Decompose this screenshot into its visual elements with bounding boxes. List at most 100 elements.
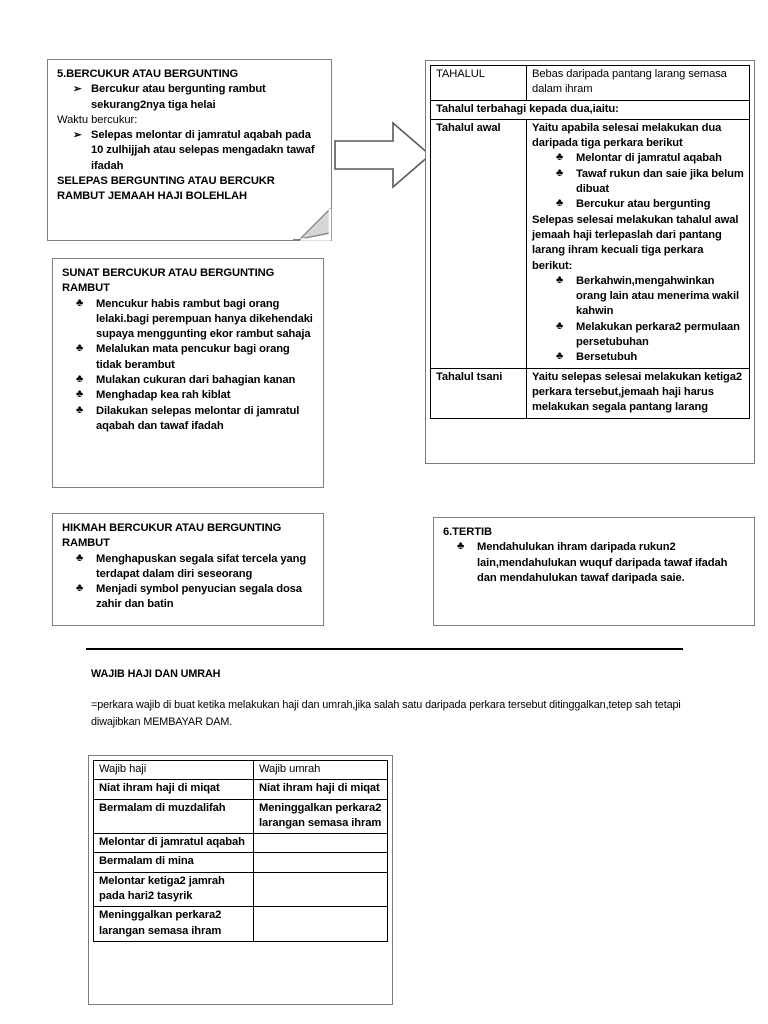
tahalul-awal-bullets-2: ♣Berkahwin,mengahwinkan orang lain atau …: [532, 274, 745, 366]
club-bullet-icon: ♣: [457, 540, 465, 553]
list-item-text: Selepas melontar di jamratul aqabah pada…: [91, 129, 315, 172]
list-item: ♣ Melalukan mata pencukur bagi orang tida…: [62, 342, 314, 373]
list-item-text: Menghapuskan segala sifat tercela yang t…: [96, 552, 307, 580]
tertib-heading: 6.TERTIB: [443, 526, 492, 538]
list-item-text: Bersetubuh: [576, 351, 638, 364]
sunat-list: ♣ Mencukur habis rambut bagi orang lelaki…: [62, 297, 314, 435]
bercukur-footer-line-1: SELEPAS BERGUNTING ATAU BERCUKR: [57, 175, 275, 188]
table-row: Melontar di jamratul aqabah: [93, 833, 388, 854]
tertib-list: ♣ Mendahulukan ihram daripada rukun2 lain…: [443, 540, 745, 586]
list-item: ♣ Bersetubuh: [532, 350, 745, 365]
club-bullet-icon: ♣: [556, 151, 564, 164]
wajib-umrah-cell: Meninggalkan perkara2 larangan semasa ih…: [253, 798, 388, 835]
wajib-haji-header: Wajib haji: [93, 759, 254, 781]
list-item-text: Mulakan cukuran dari bahagian kanan: [96, 374, 296, 387]
wajib-haji-cell: Melontar ketiga2 jamrah pada hari2 tasyr…: [93, 871, 254, 908]
club-bullet-icon: ♣: [556, 273, 564, 286]
club-bullet-icon: ♣: [76, 342, 84, 355]
list-item: ♣ Menghapuskan segala sifat tercela yang …: [62, 552, 314, 583]
list-item-text: Melalukan mata pencukur bagi orang tidak…: [96, 343, 290, 371]
tahalul-tsani-label-cell: Tahalul tsani: [430, 367, 527, 419]
club-bullet-icon: ♣: [556, 319, 564, 332]
wajib-umrah-cell: [253, 852, 388, 873]
wajib-haji-cell: Melontar di jamratul aqabah: [93, 833, 254, 854]
wajib-umrah-cell: Niat ihram haji di miqat: [253, 779, 388, 800]
list-item-text: Dilakukan selepas melontar di jamratul a…: [96, 404, 300, 432]
list-item-text: Mendahulukan ihram daripada rukun2 lain,…: [477, 541, 728, 584]
list-item: ♣ Menjadi symbol penyucian segala dosa za…: [62, 582, 314, 613]
table-row: Tahalul awal Yaitu apabila selesai melak…: [430, 118, 750, 369]
wajib-umrah-header: Wajib umrah: [253, 759, 388, 781]
bercukur-subheading: Waktu bercukur:: [57, 113, 138, 126]
list-item: ♣ Melontar di jamratul aqabah: [532, 151, 745, 166]
arrow-bullet-icon: ➢: [73, 83, 82, 96]
arrow-bullet-icon: ➢: [73, 129, 82, 142]
tahalul-awal-intro: Yaitu apabila selesai melakukan dua dari…: [532, 121, 722, 150]
table-row: Tahalul tsani Yaitu selepas selesai mela…: [430, 367, 750, 419]
table-row: TAHALUL Bebas daripada pantang larang se…: [430, 65, 750, 101]
tahalul-table: TAHALUL Bebas daripada pantang larang se…: [430, 65, 750, 419]
hikmah-heading-line-1: HIKMAH BERCUKUR ATAU BERGUNTING: [62, 522, 282, 534]
list-item: ♣Bercukur atau bergunting: [532, 197, 745, 212]
tahalul-text-cell: Bebas daripada pantang larang semasa dal…: [526, 65, 750, 101]
list-item-text: Mencukur habis rambut bagi orang lelaki.…: [96, 297, 313, 341]
sunat-heading-line-1: SUNAT BERCUKUR ATAU BERGUNTING: [62, 267, 275, 279]
table-header-row: Wajib haji Wajib umrah: [93, 759, 388, 781]
hikmah-list: ♣ Menghapuskan segala sifat tercela yang …: [62, 552, 314, 613]
table-row: Niat ihram haji di miqat Niat ihram haji…: [93, 779, 388, 800]
list-item: ➢ Selepas melontar di jamratul aqabah pad…: [57, 128, 322, 174]
list-item-text: Melakukan perkara2 permulaan persetubuha…: [576, 320, 740, 349]
club-bullet-icon: ♣: [76, 551, 84, 564]
table-row: Meninggalkan perkara2 larangan semasa ih…: [93, 906, 388, 942]
bercukur-callout-box: 5.BERCUKUR ATAU BERGUNTING ➢Bercukur ata…: [47, 59, 332, 242]
club-bullet-icon: ♣: [556, 197, 564, 210]
tahalul-awal-label-cell: Tahalul awal: [430, 118, 527, 369]
wajib-haji-cell: Bermalam di mina: [93, 852, 254, 873]
wajib-section-description: =perkara wajib di buat ketika melakukan …: [91, 699, 681, 728]
hikmah-bercukur-box: HIKMAH BERCUKUR ATAU BERGUNTING RAMBUT ♣…: [52, 513, 324, 626]
list-item: ♣ Melakukan perkara2 permulaan persetubuh…: [532, 320, 745, 351]
club-bullet-icon: ♣: [76, 373, 84, 386]
club-bullet-icon: ♣: [76, 403, 84, 416]
tahalul-label-cell: TAHALUL: [430, 65, 527, 101]
wajib-haji-cell: Meninggalkan perkara2 larangan semasa ih…: [93, 906, 254, 942]
wajib-umrah-cell: [253, 871, 388, 908]
wajib-umrah-cell: [253, 906, 388, 942]
folded-corner-icon: [292, 207, 332, 242]
section-divider: [86, 648, 683, 650]
tertib-box: 6.TERTIB ♣ Mendahulukan ihram daripada ru…: [433, 517, 755, 626]
list-item: ♣ Mulakan cukuran dari bahagian kanan: [62, 373, 314, 388]
sunat-heading-line-2: RAMBUT: [62, 282, 110, 295]
table-row: Bermalam di muzdalifah Meninggalkan perk…: [93, 798, 388, 835]
wajib-section-title: WAJIB HAJI DAN UMRAH: [91, 668, 221, 680]
club-bullet-icon: ♣: [76, 582, 84, 595]
list-item-text: Tawaf rukun dan saie jika belum dibuat: [576, 167, 744, 196]
list-item-text: Menjadi symbol penyucian segala dosa zah…: [96, 583, 302, 611]
list-item: ♣Mencukur habis rambut bagi orang lelaki…: [62, 297, 314, 343]
club-bullet-icon: ♣: [76, 388, 84, 401]
bercukur-footer-line-2: RAMBUT JEMAAH HAJI BOLEHLAH: [57, 190, 247, 203]
wajib-haji-cell: Bermalam di muzdalifah: [93, 798, 254, 835]
list-item: ♣ Dilakukan selepas melontar di jamratul …: [62, 404, 314, 435]
wajib-umrah-cell: [253, 833, 388, 854]
table-row: Melontar ketiga2 jamrah pada hari2 tasyr…: [93, 871, 388, 908]
wajib-haji-umrah-table: Wajib haji Wajib umrah Niat ihram haji d…: [93, 759, 388, 942]
list-item: ♣Tawaf rukun dan saie jika belum dibuat: [532, 167, 745, 198]
tahalul-tsani-text-cell: Yaitu selepas selesai melakukan ketiga2 …: [526, 367, 750, 419]
tahalul-span-cell: Tahalul terbahagi kepada dua,iaitu:: [430, 99, 750, 120]
hikmah-heading-line-2: RAMBUT: [62, 537, 110, 550]
table-row: Bermalam di mina: [93, 852, 388, 873]
bercukur-list-2: ➢ Selepas melontar di jamratul aqabah pad…: [57, 128, 322, 174]
list-item-text: Melontar di jamratul aqabah: [576, 152, 722, 165]
list-item: ♣Berkahwin,mengahwinkan orang lain atau …: [532, 274, 745, 320]
list-item: ♣ Menghadap kea rah kiblat: [62, 388, 314, 403]
flow-arrow-right: [333, 119, 433, 191]
wajib-haji-cell: Niat ihram haji di miqat: [93, 779, 254, 800]
club-bullet-icon: ♣: [556, 350, 564, 363]
tahalul-awal-bullets-1: ♣Melontar di jamratul aqabah ♣Tawaf ruku…: [532, 151, 745, 212]
bercukur-heading: 5.BERCUKUR ATAU BERGUNTING: [57, 68, 239, 80]
tahalul-awal-content-cell: Yaitu apabila selesai melakukan dua dari…: [526, 118, 750, 369]
list-item-text: Menghadap kea rah kiblat: [96, 389, 231, 402]
list-item: ♣ Mendahulukan ihram daripada rukun2 lain…: [443, 540, 745, 586]
